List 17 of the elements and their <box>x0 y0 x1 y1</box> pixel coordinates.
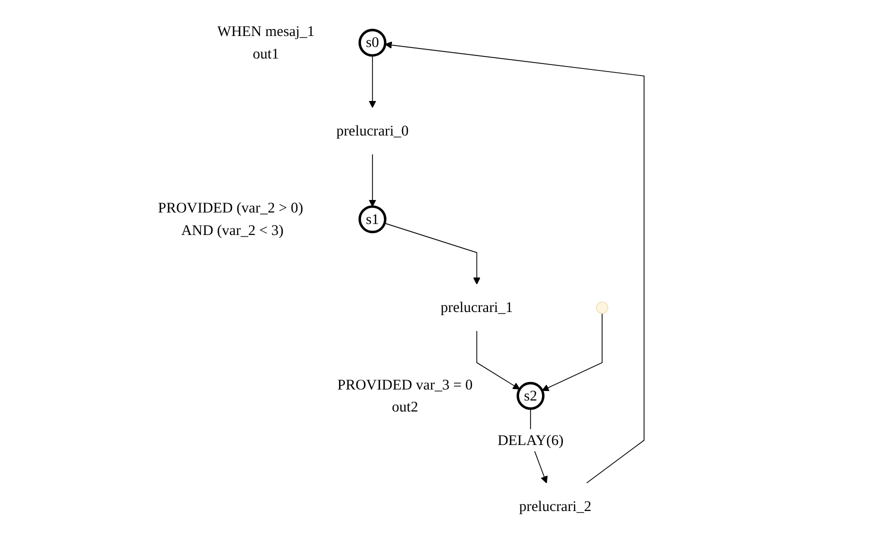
arrow <box>368 55 376 108</box>
node-label: WHEN mesaj_1 <box>217 22 315 40</box>
node-label: out1 <box>252 45 280 62</box>
node-label: PROVIDED (var_2 > 0) AND (var_2 < 3) <box>158 200 304 238</box>
node-text: prelucrari_2 <box>519 498 592 514</box>
node-text: prelucrari_1 <box>440 298 513 316</box>
arrow <box>384 222 480 285</box>
node-circle: s1 <box>358 205 386 234</box>
node-label: out2 <box>392 398 418 415</box>
arrow <box>542 312 603 392</box>
arrow <box>476 330 520 390</box>
arrow <box>368 154 376 207</box>
edge-label: DELAY(6) <box>498 432 564 448</box>
node-circle: s0 <box>358 28 386 57</box>
node-label: PROVIDED var_3 = 0 <box>337 376 473 393</box>
node-circle: s2 <box>516 382 545 410</box>
node-text: prelucrari_0 <box>336 122 409 139</box>
